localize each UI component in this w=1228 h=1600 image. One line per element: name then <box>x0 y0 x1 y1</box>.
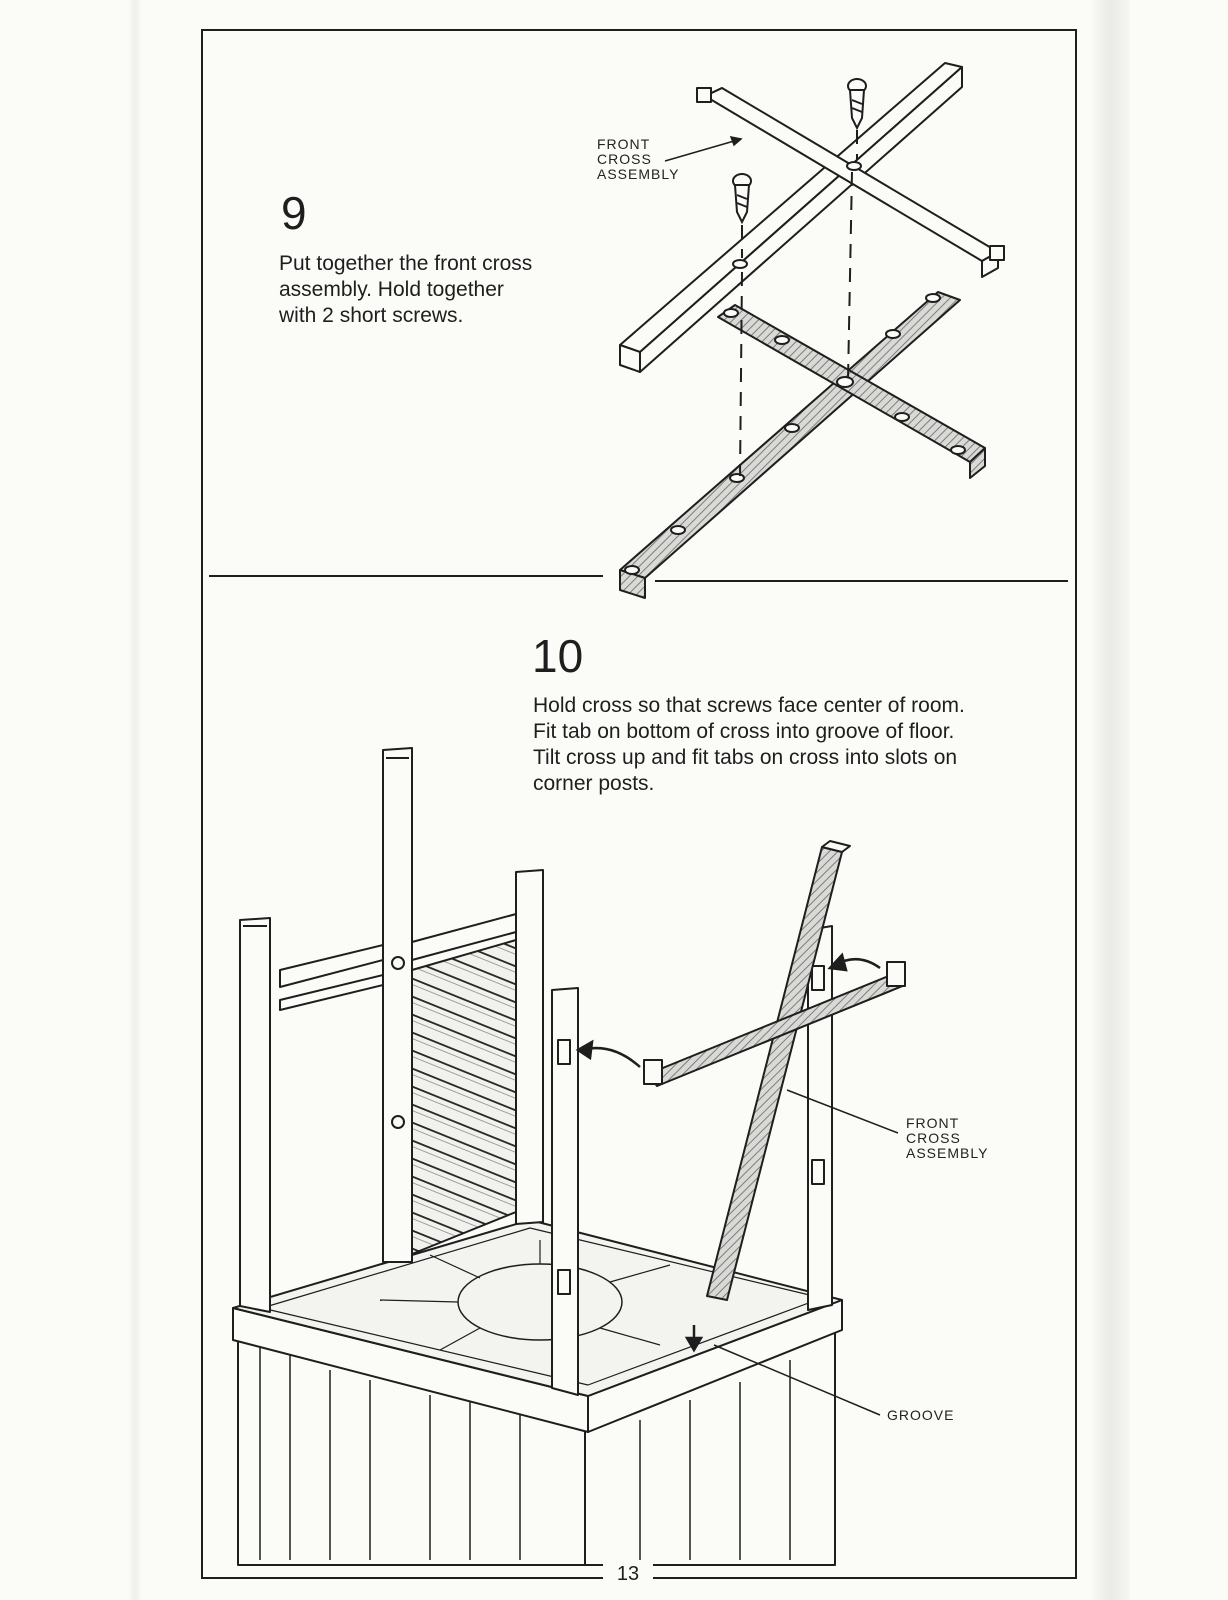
page-number: 13 <box>603 1563 653 1585</box>
groove-label: GROOVE <box>887 1407 955 1423</box>
scan-edge-right <box>1090 0 1130 1600</box>
tilted-front-cross <box>643 840 906 1301</box>
scan-edge-left <box>128 0 142 1600</box>
step-9-instructions: Put together the front cross assembly. H… <box>279 252 533 327</box>
room-base-cabinet <box>232 1219 843 1566</box>
step-10-instructions: Hold cross so that screws face center of… <box>533 694 965 795</box>
corner-posts <box>239 747 833 1396</box>
front-cross-top-piece <box>619 62 1005 373</box>
motion-arrows <box>575 952 881 1353</box>
step-10-number: 10 <box>532 630 584 682</box>
front-cross-top-label: FRONT CROSS ASSEMBLY <box>597 136 680 182</box>
screw-icons <box>732 78 867 225</box>
step-9-number: 9 <box>281 187 307 239</box>
alignment-dashes <box>739 130 858 477</box>
front-cross-bottom-label: FRONT CROSS ASSEMBLY <box>906 1115 989 1161</box>
callout-leader-top <box>664 135 743 162</box>
back-wall-slats <box>411 939 517 1255</box>
section-divider <box>209 575 1068 582</box>
callout-leaders-bottom <box>713 1089 899 1416</box>
front-cross-hatched-base <box>619 291 986 599</box>
